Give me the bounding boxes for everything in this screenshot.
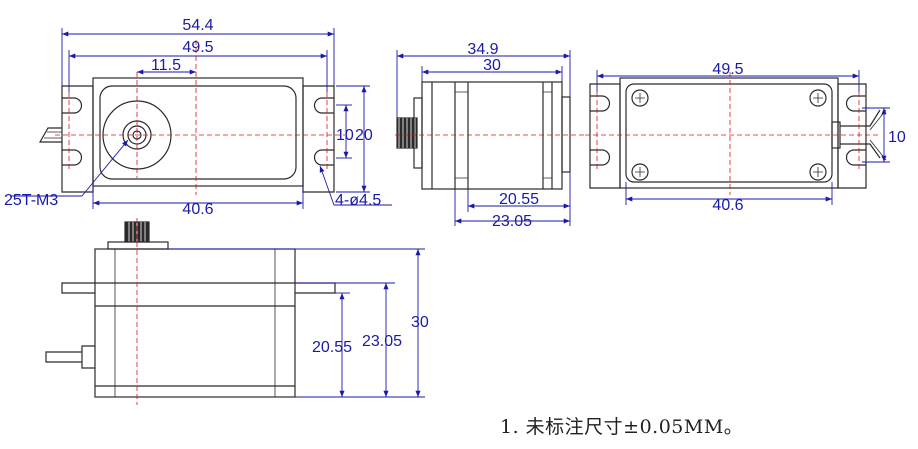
- front-case-lid: [99, 85, 297, 180]
- dim-mount-pitch: 49.5: [182, 39, 213, 56]
- bottom-lead-wire: [45, 345, 95, 369]
- dim-overall-length: 34.9: [467, 41, 498, 58]
- side-view: 34.9 30 20.55 23.05: [395, 41, 585, 230]
- bottom-case-details: [95, 249, 295, 397]
- rear-centerlines: [585, 72, 880, 195]
- dim-case-length-b: 23.05: [492, 213, 532, 230]
- rear-case-body: [619, 77, 839, 189]
- dim-lead-exit: 10: [888, 129, 906, 146]
- label-spline: 25T-M3: [4, 192, 58, 209]
- label-holes: 4-ø4.5: [335, 192, 381, 209]
- rear-dimensions: [596, 70, 890, 205]
- bottom-view: 20.55 23.05 30: [45, 218, 429, 405]
- dim-total-height: 30: [411, 314, 429, 331]
- bottom-horn: [107, 221, 169, 250]
- rear-screws: [631, 89, 827, 181]
- rear-mount-tabs: [589, 83, 867, 189]
- dim-height-a: 20.55: [312, 339, 352, 356]
- bottom-case: [94, 248, 296, 398]
- dim-spline-offset: 11.5: [151, 57, 181, 74]
- front-dimensions: [10, 28, 392, 209]
- side-case-details: [431, 82, 571, 189]
- front-lead-wire: [38, 127, 62, 143]
- front-centerlines: [55, 40, 345, 195]
- dim-rear-mount-pitch: 49.5: [712, 61, 743, 78]
- front-case-body: [92, 77, 304, 187]
- dim-body-length: 30: [483, 57, 501, 74]
- dim-height-b: 23.05: [362, 333, 402, 350]
- dim-body-width: 40.6: [182, 201, 213, 218]
- tolerance-note: 1. 未标注尺寸±0.05MM。: [500, 416, 744, 438]
- side-case: [421, 81, 563, 190]
- dim-tab-height: 20: [355, 127, 373, 144]
- bottom-dimensions: [168, 248, 425, 398]
- bottom-flanges: [61, 282, 336, 294]
- dim-hole-spacing: 10: [336, 127, 354, 144]
- dim-rear-body-width: 40.6: [712, 197, 743, 214]
- front-view: 54.4 49.5 11.5 40.6 10 20 25T-M3 4-ø4.5: [4, 17, 392, 218]
- rear-view: 49.5 40.6 10: [585, 61, 906, 214]
- rear-cover: [625, 83, 833, 183]
- dim-case-length-a: 20.55: [499, 191, 539, 208]
- side-dimensions: [396, 50, 571, 226]
- output-gear: [396, 97, 423, 169]
- dim-overall-width: 54.4: [182, 17, 213, 34]
